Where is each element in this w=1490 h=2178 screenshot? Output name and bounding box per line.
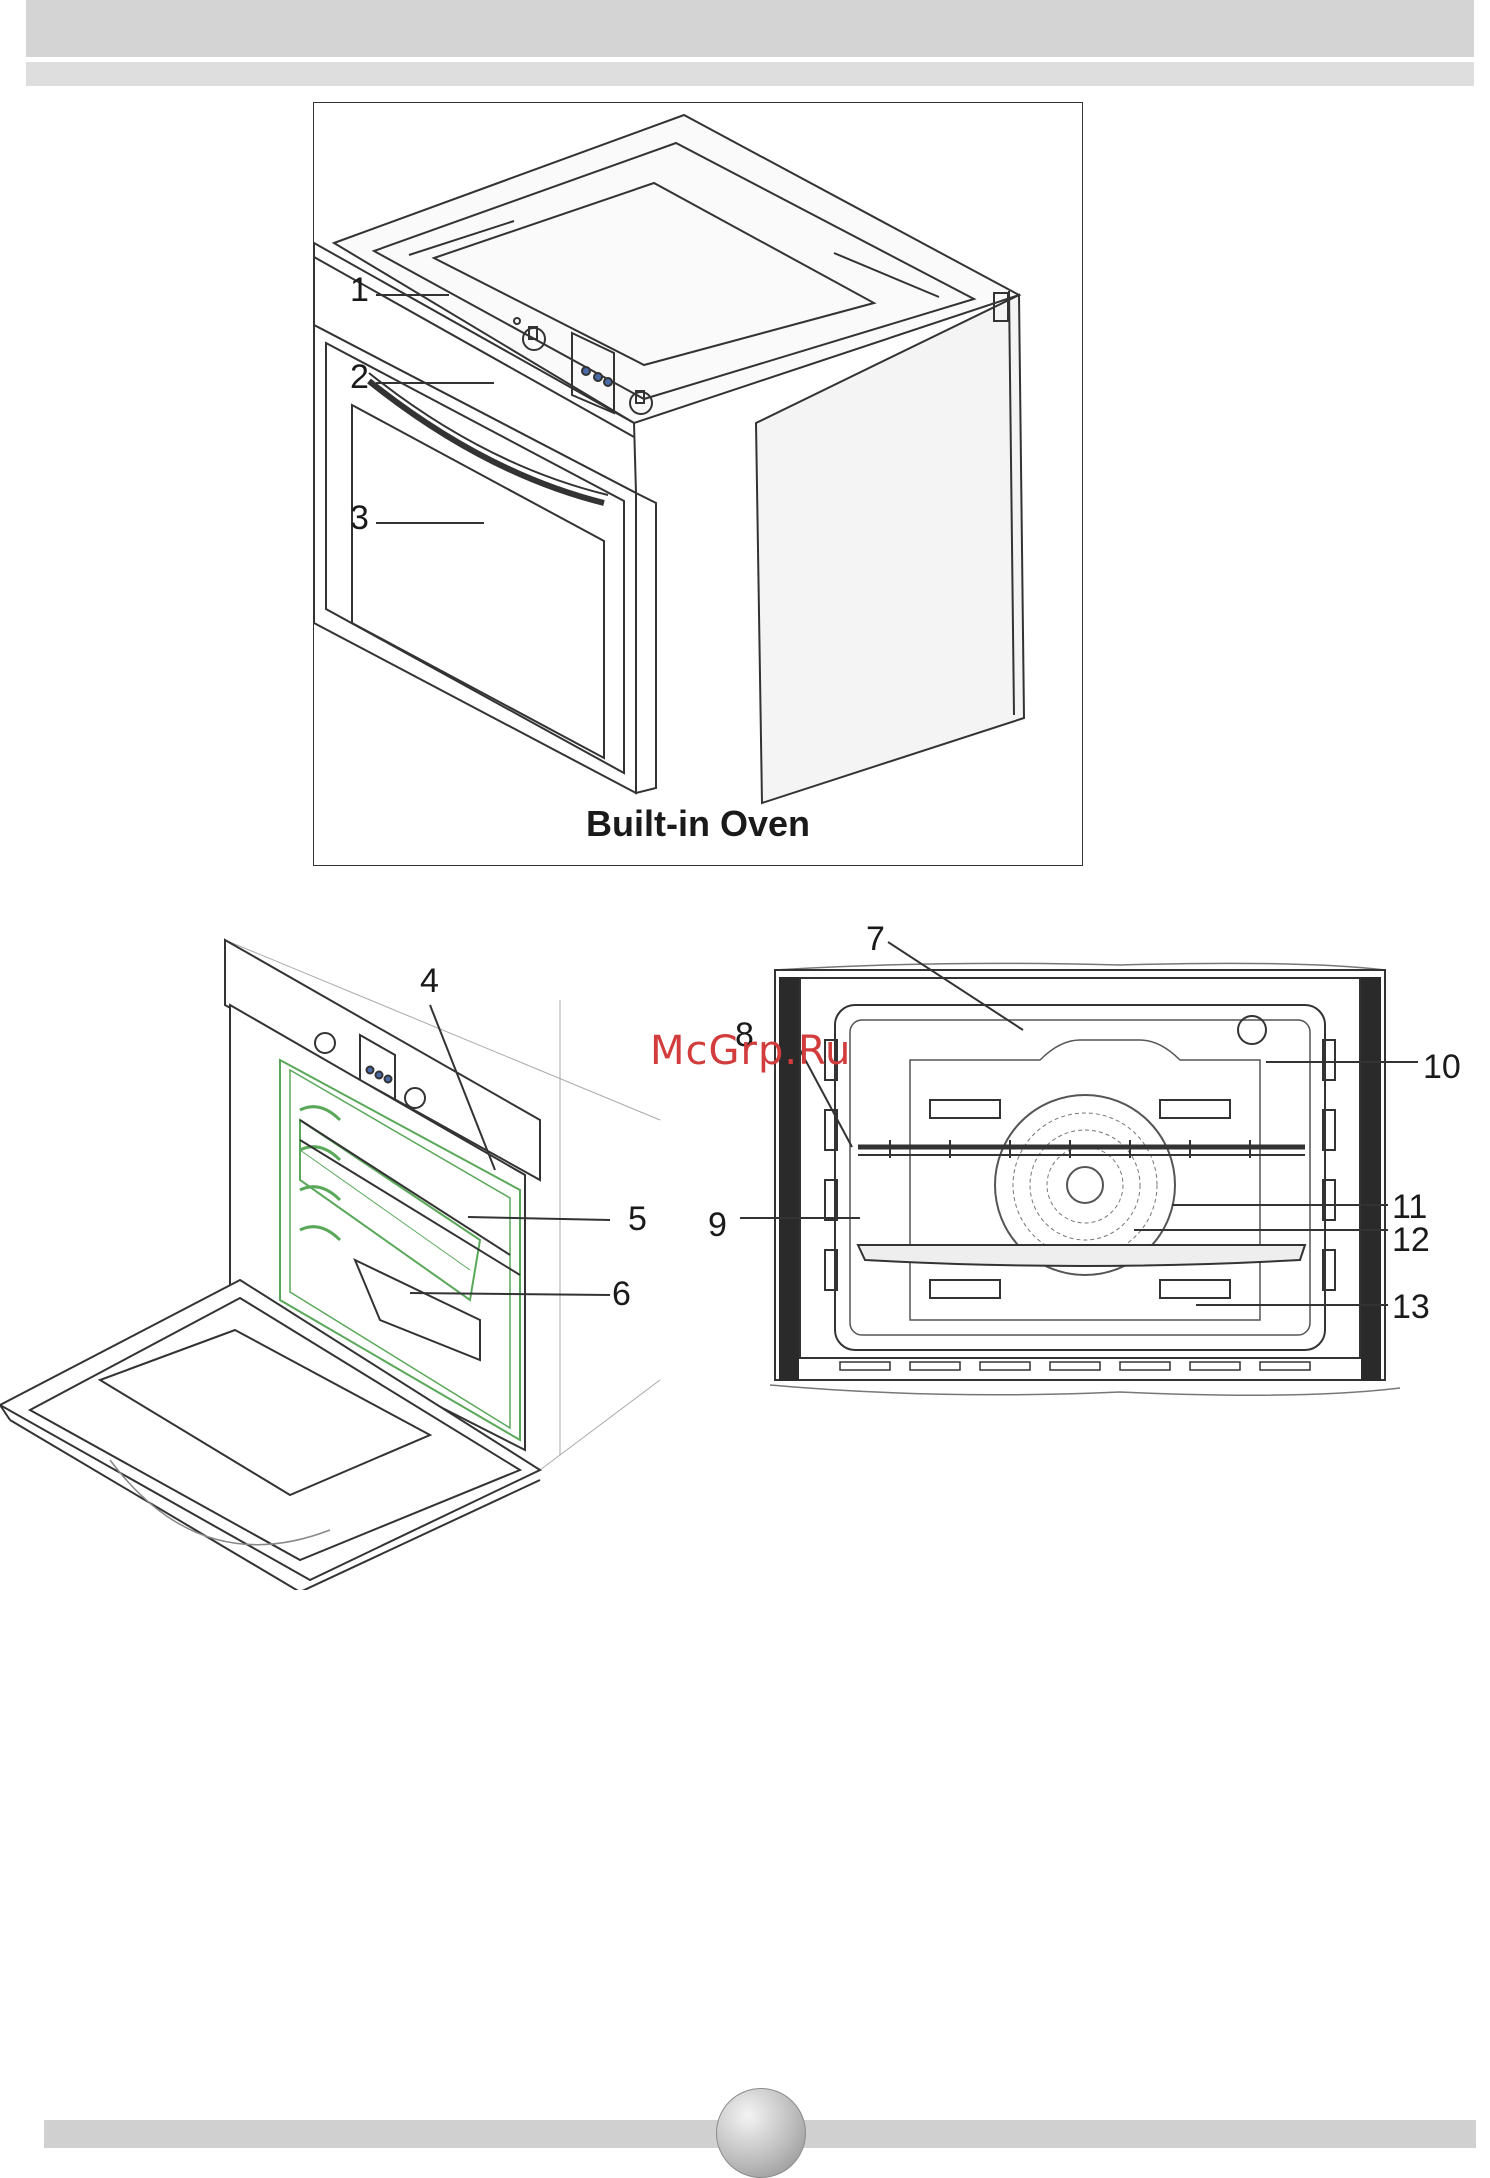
header-band	[26, 0, 1474, 57]
page-number-circle	[716, 2088, 806, 2178]
callout-9: 9	[708, 1208, 727, 1242]
oven-open-drawing	[0, 880, 680, 1590]
callout-5: 5	[628, 1202, 647, 1236]
callout-10: 10	[1423, 1050, 1461, 1084]
figure-oven-interior: 7 8 9 10 11 12 13	[740, 900, 1460, 1420]
callout-4: 4	[420, 964, 439, 998]
callout-7: 7	[866, 922, 885, 956]
callout-13: 13	[1392, 1290, 1430, 1324]
callout-11: 11	[1392, 1190, 1427, 1224]
figure-caption: Built-in Oven	[314, 803, 1082, 845]
oven-interior-drawing	[740, 900, 1460, 1420]
watermark: McGrp.Ru	[650, 1028, 851, 1074]
callout-6: 6	[612, 1277, 631, 1311]
header-subband	[26, 62, 1474, 86]
figure-oven-open: 4 5 6	[0, 880, 680, 1590]
figure-built-in-oven: 1 2 3 Built-in Oven	[313, 102, 1083, 866]
callout-leaders-main	[314, 103, 1084, 867]
callout-12: 12	[1392, 1223, 1430, 1257]
